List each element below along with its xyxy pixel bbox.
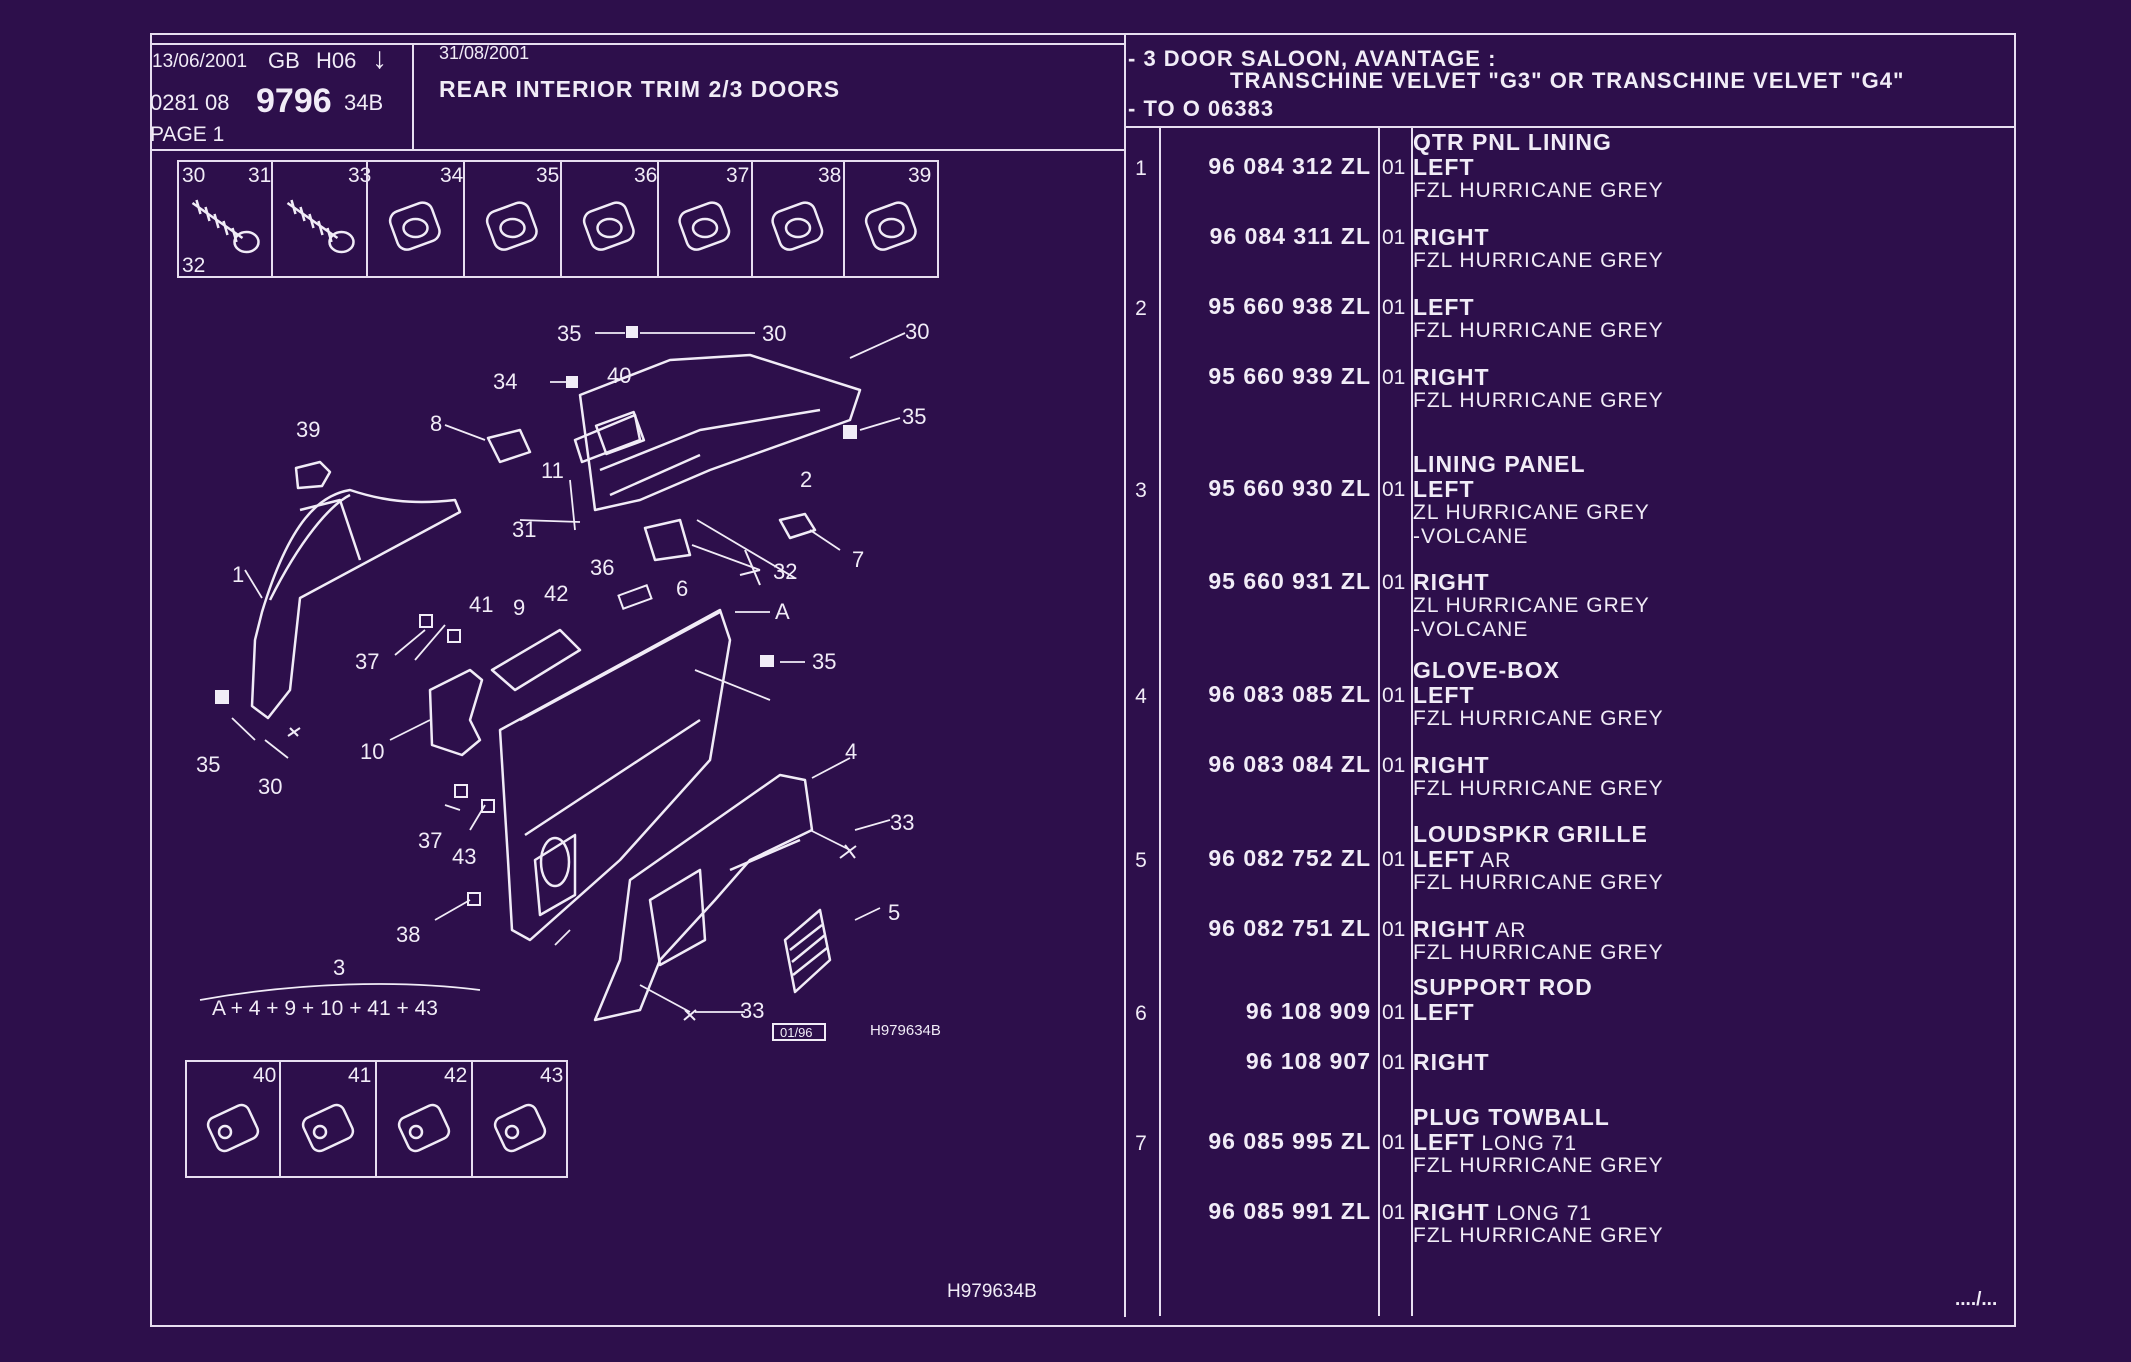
header-divider <box>150 43 1124 151</box>
model-line-1: - 3 DOOR SALOON, AVANTAGE : <box>1128 46 1497 71</box>
part-index: 1 <box>1135 157 1147 180</box>
part-number: 95 660 931 ZL <box>1208 568 1371 594</box>
header-date: 13/06/2001 <box>152 51 248 72</box>
header-ref-main: 9796 <box>256 82 332 120</box>
part-quantity: 01 <box>1382 1001 1406 1024</box>
part-side: RIGHT <box>1413 1049 1490 1075</box>
header-left-box <box>150 43 414 150</box>
part-side: LEFT <box>1413 476 1475 502</box>
right-header-divider <box>1124 126 2016 128</box>
part-title: LINING PANEL <box>1413 451 1586 477</box>
header-code: H06 <box>316 48 357 73</box>
part-side: LEFT LONG 71 <box>1413 1129 1578 1155</box>
part-description: -VOLCANE <box>1413 525 1529 548</box>
part-description: FZL HURRICANE GREY <box>1413 941 1664 964</box>
footer-ref: H979634B <box>947 1281 1037 1302</box>
part-quantity: 01 <box>1382 571 1406 594</box>
part-side: RIGHT <box>1413 364 1490 390</box>
part-title: QTR PNL LINING <box>1413 129 1612 155</box>
part-description: FZL HURRICANE GREY <box>1413 1154 1664 1177</box>
header-date2: 31/08/2001 <box>439 43 530 63</box>
part-side: RIGHT <box>1413 569 1490 595</box>
col-line-1 <box>1159 128 1161 1316</box>
part-description: FZL HURRICANE GREY <box>1413 249 1664 272</box>
header-arrow: ↓ <box>372 42 387 75</box>
model-line-2: TRANSCHINE VELVET "G3" OR TRANSCHINE VEL… <box>1230 68 1905 93</box>
page-title: REAR INTERIOR TRIM 2/3 DOORS <box>439 76 841 102</box>
left-right-divider <box>1124 33 1126 1317</box>
part-description: FZL HURRICANE GREY <box>1413 389 1664 412</box>
part-side: RIGHT <box>1413 752 1490 778</box>
part-side: LEFT <box>1413 999 1475 1025</box>
fasteners-top-strip <box>177 160 939 278</box>
part-description: FZL HURRICANE GREY <box>1413 179 1664 202</box>
part-description: FZL HURRICANE GREY <box>1413 777 1664 800</box>
part-number: 96 082 752 ZL <box>1208 845 1371 871</box>
model-line-3: - TO O 06383 <box>1128 96 1275 121</box>
part-quantity: 01 <box>1382 156 1406 179</box>
part-number: 96 085 991 ZL <box>1208 1198 1371 1224</box>
part-side: LEFT <box>1413 154 1475 180</box>
part-quantity: 01 <box>1382 1051 1406 1074</box>
part-index: 7 <box>1135 1132 1147 1155</box>
part-number: 95 660 939 ZL <box>1208 363 1371 389</box>
part-side: LEFT <box>1413 682 1475 708</box>
part-quantity: 01 <box>1382 226 1406 249</box>
part-description: FZL HURRICANE GREY <box>1413 319 1664 342</box>
part-side: RIGHT LONG 71 <box>1413 1199 1593 1225</box>
part-quantity: 01 <box>1382 1201 1406 1224</box>
part-number: 96 108 909 <box>1245 998 1371 1024</box>
part-title: SUPPORT ROD <box>1413 974 1593 1000</box>
footer-continue: ..../... <box>1955 1289 1998 1310</box>
part-number: 95 660 930 ZL <box>1208 475 1371 501</box>
part-title: PLUG TOWBALL <box>1413 1104 1610 1130</box>
part-title: LOUDSPKR GRILLE <box>1413 821 1648 847</box>
part-index: 6 <box>1135 1002 1147 1025</box>
part-index: 3 <box>1135 479 1147 502</box>
outer-frame <box>150 33 2016 1327</box>
part-side: RIGHT AR <box>1413 916 1527 942</box>
header-page: PAGE 1 <box>150 123 225 146</box>
col-line-3 <box>1411 128 1413 1316</box>
part-description: -VOLCANE <box>1413 618 1529 641</box>
part-index: 4 <box>1135 685 1147 708</box>
part-quantity: 01 <box>1382 848 1406 871</box>
part-quantity: 01 <box>1382 754 1406 777</box>
part-number: 96 084 311 ZL <box>1209 223 1371 249</box>
part-side: RIGHT <box>1413 224 1490 250</box>
part-description: ZL HURRICANE GREY <box>1413 501 1650 524</box>
part-number: 96 084 312 ZL <box>1208 153 1371 179</box>
part-side: LEFT <box>1413 294 1475 320</box>
part-index: 5 <box>1135 849 1147 872</box>
part-number: 96 082 751 ZL <box>1208 915 1371 941</box>
part-number: 95 660 938 ZL <box>1208 293 1371 319</box>
part-side: LEFT AR <box>1413 846 1512 872</box>
part-number: 96 085 995 ZL <box>1208 1128 1371 1154</box>
part-number: 96 083 085 ZL <box>1208 681 1371 707</box>
part-quantity: 01 <box>1382 1131 1406 1154</box>
part-title: GLOVE-BOX <box>1413 657 1561 683</box>
part-quantity: 01 <box>1382 296 1406 319</box>
col-line-2 <box>1378 128 1380 1316</box>
header-ref-prefix: 0281 08 <box>150 90 230 115</box>
part-index: 2 <box>1135 297 1147 320</box>
header-ref-suffix: 34B <box>344 90 384 115</box>
part-quantity: 01 <box>1382 684 1406 707</box>
part-number: 96 108 907 <box>1245 1048 1371 1074</box>
part-description: FZL HURRICANE GREY <box>1413 707 1664 730</box>
part-description: FZL HURRICANE GREY <box>1413 871 1664 894</box>
part-number: 96 083 084 ZL <box>1208 751 1371 777</box>
part-description: ZL HURRICANE GREY <box>1413 594 1650 617</box>
part-quantity: 01 <box>1382 366 1406 389</box>
header-lang: GB <box>268 48 300 73</box>
part-quantity: 01 <box>1382 478 1406 501</box>
part-description: FZL HURRICANE GREY <box>1413 1224 1664 1247</box>
part-quantity: 01 <box>1382 918 1406 941</box>
fasteners-bottom-strip <box>185 1060 568 1178</box>
